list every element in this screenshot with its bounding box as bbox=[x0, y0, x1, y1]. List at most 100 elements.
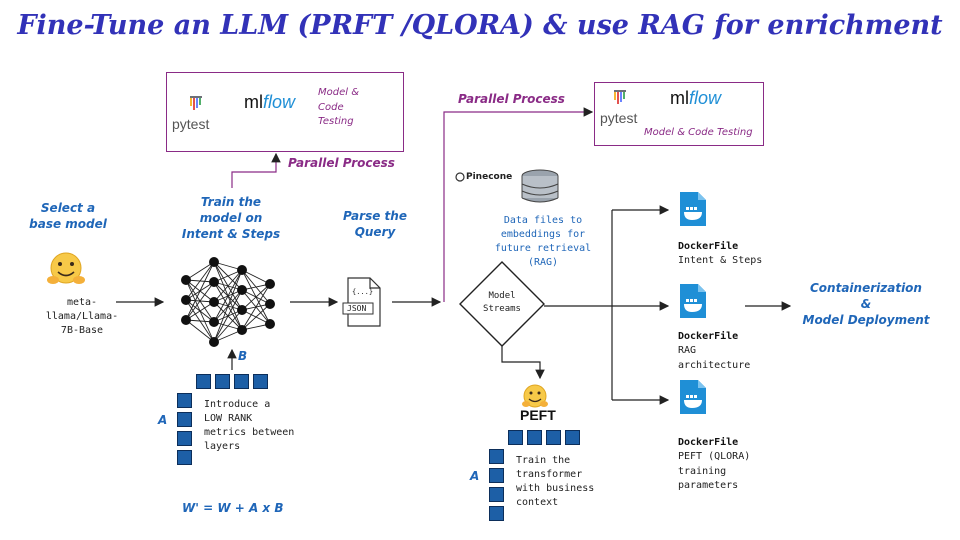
nn-edge bbox=[213, 269, 243, 323]
matrix-cell bbox=[177, 450, 192, 465]
pytest-icon-2 bbox=[614, 90, 626, 104]
nn-node bbox=[265, 279, 275, 289]
nn-node bbox=[237, 285, 247, 295]
nn-edge bbox=[213, 309, 243, 343]
nn-node bbox=[209, 297, 219, 307]
dockerfile-3-title: DockerFile bbox=[678, 437, 739, 448]
mlflow-ml-1: ml bbox=[244, 92, 263, 112]
nn-edge bbox=[213, 269, 243, 343]
matrix-cell bbox=[489, 449, 504, 464]
nn-edge bbox=[185, 301, 215, 321]
dockerfile-2-sub: RAG architecture bbox=[678, 345, 751, 371]
arrow-network-to-testing-1 bbox=[231, 152, 281, 188]
docker-file-icon-2 bbox=[680, 284, 706, 318]
nn-edge bbox=[213, 329, 243, 343]
nn-edge bbox=[241, 283, 271, 331]
mlflow-ml-2: ml bbox=[670, 88, 689, 108]
matrix-cell bbox=[508, 430, 523, 445]
peft-note: Train the transformer with business cont… bbox=[516, 455, 595, 508]
nn-node bbox=[209, 277, 219, 287]
matrix-cell bbox=[196, 374, 211, 389]
testing-caption-2: Model & Code Testing bbox=[644, 127, 753, 138]
pinecone-icon bbox=[455, 172, 465, 182]
testing-box-2 bbox=[594, 82, 764, 146]
pytest-icon bbox=[190, 96, 202, 110]
nn-node bbox=[237, 325, 247, 335]
arrow-streams-to-peft bbox=[501, 345, 545, 380]
lora-b-label: B bbox=[238, 349, 248, 363]
arrow-streams-to-testing-2 bbox=[443, 107, 594, 302]
dockerfile-1-title: DockerFile bbox=[678, 241, 739, 252]
mlflow-flow-1: flow bbox=[263, 92, 296, 112]
peft-a-label: A bbox=[470, 469, 480, 483]
nn-edge bbox=[241, 303, 271, 331]
hugging-face-emoji-icon-peft bbox=[522, 384, 548, 408]
json-braces: {...} bbox=[352, 288, 374, 296]
lora-note: Introduce a LOW RANK metrics between lay… bbox=[204, 399, 295, 452]
nn-edge bbox=[185, 261, 215, 281]
pinecone-label: Pinecone bbox=[466, 172, 513, 182]
matrix-cell bbox=[489, 487, 504, 502]
mlflow-logo-1: mlflow bbox=[244, 92, 295, 113]
dockerfile-2-title: DockerFile bbox=[678, 331, 739, 342]
testing-caption-1: Model & Code Testing bbox=[318, 87, 360, 127]
matrix-cell bbox=[234, 374, 249, 389]
nn-edge bbox=[185, 261, 215, 321]
nn-edge bbox=[185, 319, 215, 343]
nn-node bbox=[237, 305, 247, 315]
nn-node bbox=[265, 319, 275, 329]
parallel-process-label-2: Parallel Process bbox=[458, 92, 565, 106]
lora-formula: W' = W + A x B bbox=[182, 501, 284, 515]
mlflow-logo-2: mlflow bbox=[670, 88, 721, 109]
nn-edge bbox=[213, 269, 243, 303]
json-label: JSON bbox=[347, 304, 367, 313]
matrix-cell bbox=[489, 506, 504, 521]
model-streams-label: Model Streams bbox=[483, 291, 521, 314]
matrix-cell bbox=[177, 393, 192, 408]
mlflow-flow-2: flow bbox=[689, 88, 722, 108]
step-train-model: Train the model on Intent & Steps bbox=[181, 195, 281, 242]
step-parse-query: Parse the Query bbox=[343, 209, 407, 240]
pytest-label-1: pytest bbox=[172, 116, 210, 132]
hugging-face-emoji-icon bbox=[47, 252, 85, 284]
nn-edge bbox=[185, 281, 215, 321]
peft-label: PEFT bbox=[520, 407, 556, 423]
nn-node bbox=[181, 315, 191, 325]
matrix-cell bbox=[215, 374, 230, 389]
matrix-cell bbox=[177, 431, 192, 446]
model-streams-diamond bbox=[459, 261, 545, 347]
nn-node bbox=[209, 317, 219, 327]
nn-node bbox=[181, 295, 191, 305]
step-containerization: Containerization & Model Deployment bbox=[802, 281, 930, 328]
database-icon bbox=[521, 169, 559, 203]
nn-edge bbox=[213, 269, 243, 283]
testing-box-1 bbox=[166, 72, 404, 152]
base-model-name: meta- llama/Llama- 7B-Base bbox=[45, 297, 119, 336]
rag-note: Data files to embeddings for future retr… bbox=[494, 215, 592, 268]
nn-node bbox=[265, 299, 275, 309]
neural-network-nodes bbox=[181, 257, 275, 347]
docker-file-icon-1 bbox=[680, 192, 706, 226]
matrix-cell bbox=[253, 374, 268, 389]
nn-edge bbox=[213, 289, 243, 343]
matrix-cell bbox=[546, 430, 561, 445]
lora-a-label: A bbox=[158, 413, 168, 427]
nn-edge bbox=[241, 283, 271, 311]
dockerfile-1-sub: Intent & Steps bbox=[678, 255, 763, 266]
nn-node bbox=[181, 275, 191, 285]
matrix-cell bbox=[527, 430, 542, 445]
parallel-process-label-1: Parallel Process bbox=[288, 156, 395, 170]
matrix-cell bbox=[177, 412, 192, 427]
json-file-icon bbox=[342, 277, 381, 327]
pytest-label-2: pytest bbox=[600, 110, 638, 126]
nn-node bbox=[237, 265, 247, 275]
matrix-cell bbox=[565, 430, 580, 445]
matrix-cell bbox=[489, 468, 504, 483]
dockerfile-3-sub: PEFT (QLORA) training parameters bbox=[678, 451, 751, 491]
neural-network-icon bbox=[185, 261, 271, 343]
nn-node bbox=[209, 337, 219, 347]
nn-edge bbox=[185, 261, 215, 301]
page-title: Fine-Tune an LLM (PRFT /QLORA) & use RAG… bbox=[17, 10, 943, 41]
